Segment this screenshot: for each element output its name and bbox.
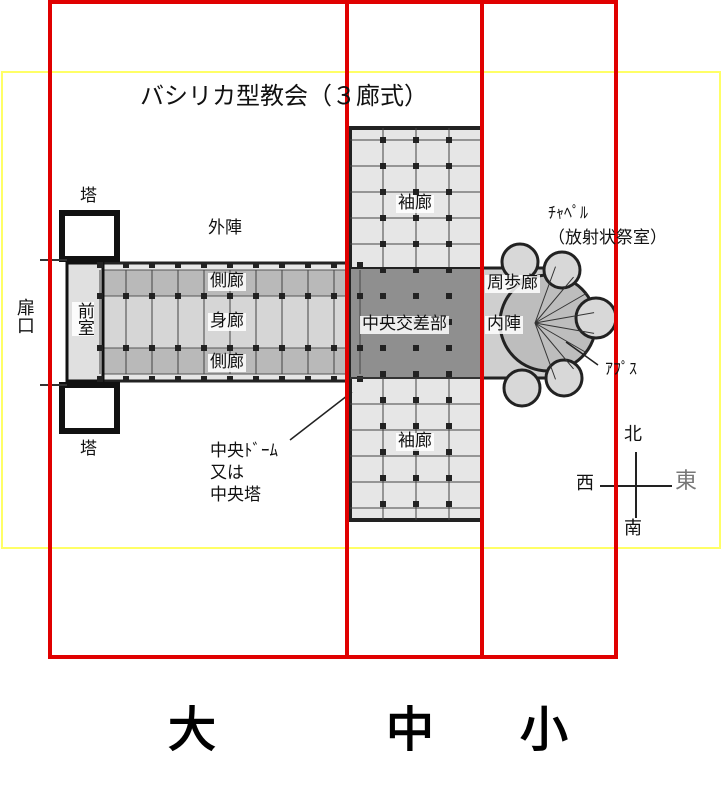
compass-south: 南 — [624, 518, 642, 539]
label-choir: 内陣 — [485, 314, 523, 334]
label-tower-top: 塔 — [80, 186, 97, 206]
section-label-small: 小 — [520, 702, 569, 758]
label-apse: ｱﾌﾟｽ — [605, 359, 638, 378]
compass-west: 西 — [576, 473, 594, 494]
label-chapel-sub: （放射状祭室） — [548, 228, 667, 248]
label-dome-line3: 中央塔 — [210, 485, 261, 505]
label-tower-bottom: 塔 — [80, 439, 97, 459]
plan-bay-grid — [97, 128, 595, 520]
label-aisle-north: 側廊 — [208, 271, 246, 291]
label-narthex: 前室 — [72, 302, 94, 336]
diagram-title: バシリカ型教会（３廊式） — [140, 82, 428, 110]
section-label-large: 大 — [168, 702, 217, 758]
label-entrance: 扉口 — [13, 298, 35, 334]
label-transept-south: 袖廊 — [396, 431, 434, 451]
section-label-medium: 中 — [386, 702, 435, 758]
compass-north: 北 — [624, 424, 642, 445]
apse-leader-line — [565, 341, 599, 366]
plan-frame-box — [1, 71, 721, 549]
label-nave: 身廊 — [208, 311, 246, 331]
label-outer-nave: 外陣 — [208, 218, 242, 238]
label-dome-line2: 又は — [210, 463, 244, 483]
label-ambulatory: 周歩廊 — [485, 273, 540, 293]
label-aisle-south: 側廊 — [208, 352, 246, 372]
label-transept-north: 袖廊 — [396, 193, 434, 213]
section-frame-small — [480, 0, 618, 659]
label-dome-line1: 中央ﾄﾞｰﾑ — [210, 441, 278, 461]
label-crossing: 中央交差部 — [360, 314, 449, 334]
label-chapel: ﾁｬﾍﾟﾙ — [548, 203, 589, 222]
compass-east: 東 — [675, 469, 698, 494]
compass-rose — [600, 452, 672, 518]
dome-leader-line — [289, 391, 353, 441]
